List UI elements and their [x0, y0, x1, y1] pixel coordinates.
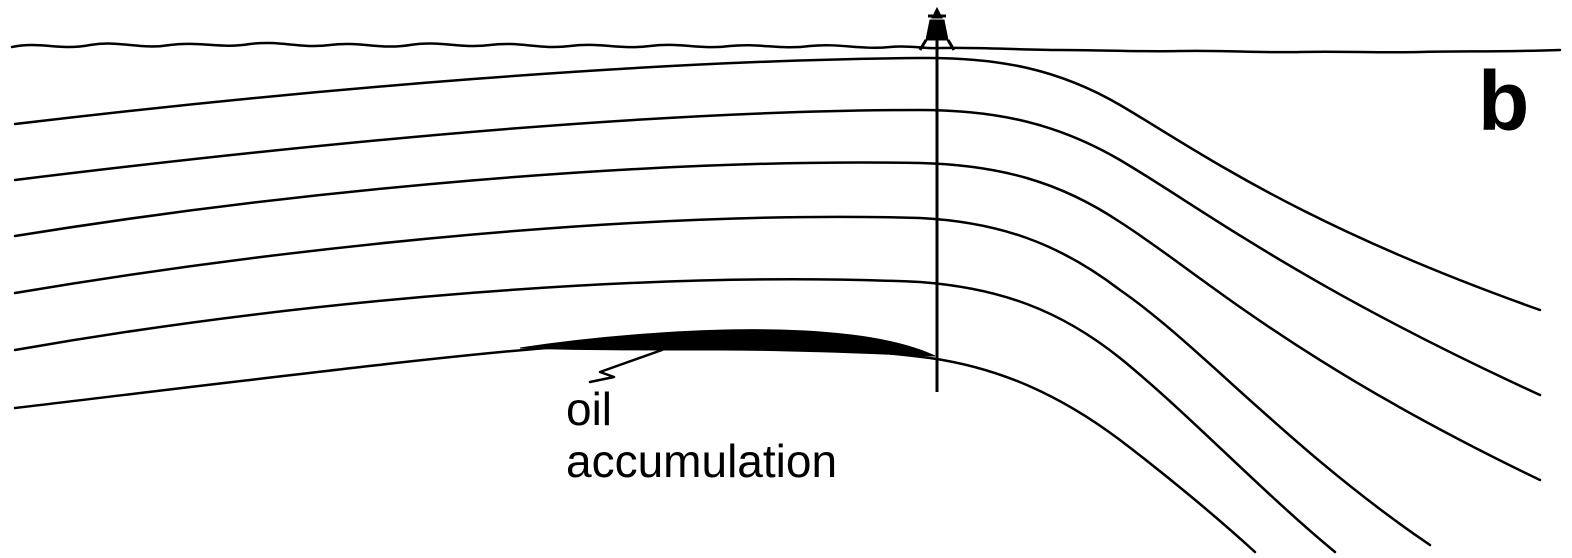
stratum-line [13, 161, 1542, 482]
drilling-rig-icon [918, 6, 956, 51]
oil-accumulation [519, 329, 936, 357]
annotation-oil: oil [566, 383, 612, 435]
callout-leader [588, 348, 664, 384]
panel-label: b [1478, 54, 1529, 148]
annotation-accumulation: accumulation [566, 435, 837, 487]
ground-surface [10, 41, 1562, 54]
stratum-line [13, 278, 1337, 554]
stratum-line [13, 108, 1542, 397]
stratum-line [13, 215, 1432, 547]
stratum-line [13, 56, 1542, 312]
